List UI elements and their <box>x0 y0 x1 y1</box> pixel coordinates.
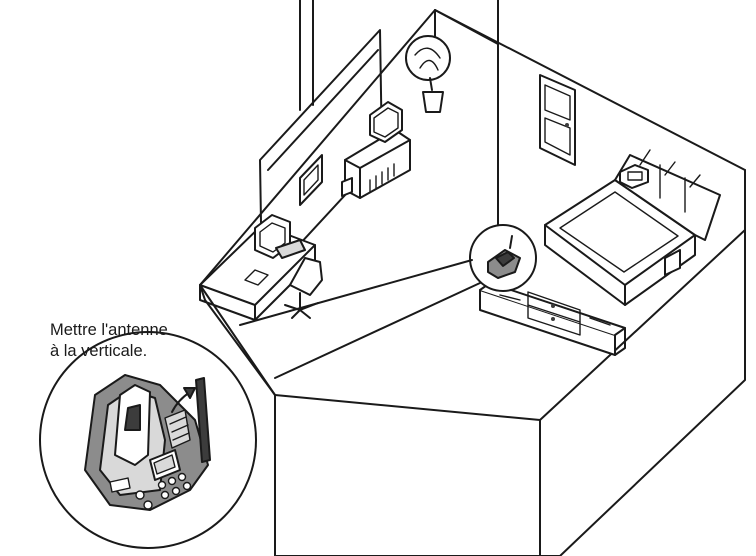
caption-text: Mettre l'antenne à la verticale. <box>50 320 250 362</box>
tv-cabinet <box>341 101 411 199</box>
desk <box>199 214 316 321</box>
door <box>539 74 576 166</box>
cordless-phone-base <box>84 374 211 511</box>
magnifier-small <box>469 224 537 292</box>
dresser <box>479 282 626 356</box>
caption-line-1: Mettre l'antenne <box>50 321 168 339</box>
bed <box>544 149 721 306</box>
room-walls <box>199 0 746 556</box>
caption-line-2: à la verticale. <box>50 342 148 360</box>
potted-plant <box>405 35 451 113</box>
wall-picture <box>299 154 323 206</box>
zoom-connector <box>239 259 481 379</box>
